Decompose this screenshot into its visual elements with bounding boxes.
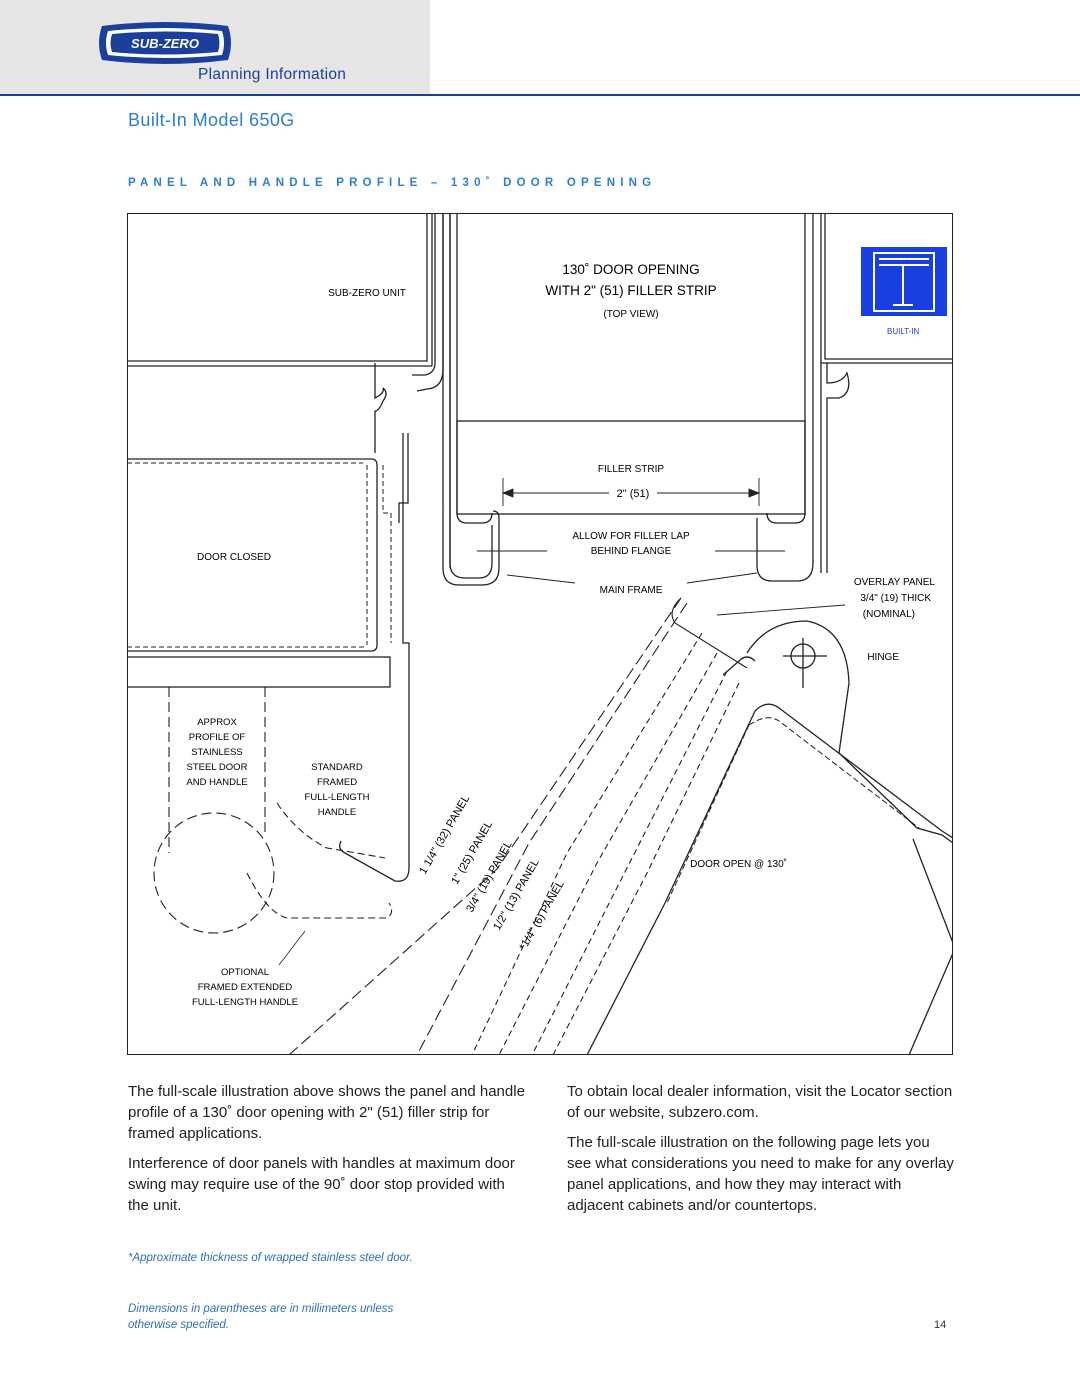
filler-dimension-label: 2" (51) — [617, 488, 650, 500]
built-in-label: BUILT-IN — [887, 327, 920, 336]
body-paragraph: The full-scale illustration above shows … — [128, 1083, 525, 1142]
handle-profiles — [153, 687, 393, 934]
door-open-label: DOOR OPEN @ 130˚ — [690, 858, 787, 870]
allow-lap-label-2: BEHIND FLANGE — [591, 546, 672, 557]
door-profile-diagram: SUB-ZERO UNIT DOOR CLOSED APPROX PROFILE… — [127, 213, 953, 1055]
closed-door — [127, 458, 392, 688]
svg-text:FRAMED: FRAMED — [317, 777, 357, 788]
filler-strip-label: FILLER STRIP — [598, 464, 664, 475]
main-frame-leaders — [506, 572, 758, 584]
optional-leader — [278, 930, 306, 966]
svg-text:APPROX: APPROX — [197, 717, 237, 728]
sub-zero-logo: SUB-ZERO — [99, 22, 231, 64]
top-view-label: (TOP VIEW) — [603, 309, 658, 320]
svg-text:OPTIONAL: OPTIONAL — [221, 967, 269, 978]
page-title: Built-In Model 650G — [128, 110, 295, 130]
body-paragraph: The full-scale illustration on the follo… — [567, 1134, 954, 1214]
body-right-column: To obtain local dealer information, visi… — [567, 1081, 957, 1225]
filler-dimension — [501, 478, 761, 506]
hinge-assembly — [722, 620, 953, 844]
door-closed-label: DOOR CLOSED — [197, 552, 271, 563]
sub-zero-unit-outline — [127, 213, 433, 367]
overlay-leader — [716, 604, 846, 616]
page-number: 14 — [934, 1319, 947, 1331]
opening-frame — [449, 213, 822, 582]
svg-text:STAINLESS: STAINLESS — [191, 747, 243, 758]
svg-text:PROFILE OF: PROFILE OF — [189, 732, 246, 743]
header-rule — [0, 94, 1080, 96]
overlay-label-1: OVERLAY PANEL — [854, 577, 936, 588]
logo-text: SUB-ZERO — [131, 36, 199, 51]
section-title: PANEL AND HANDLE PROFILE – 130˚ DOOR OPE… — [128, 177, 657, 189]
body-left-column: The full-scale illustration above shows … — [128, 1081, 528, 1225]
panel-swing-lines — [288, 597, 748, 1055]
header-subtitle: Planning Information — [198, 66, 347, 83]
open-door-panel — [586, 703, 953, 1055]
hinge-label: HINGE — [867, 652, 899, 663]
overlay-label-3: (NOMINAL) — [863, 609, 915, 620]
opening-title-2: WITH 2" (51) FILLER STRIP — [545, 283, 716, 298]
sub-zero-unit-label: SUB-ZERO UNIT — [328, 288, 406, 299]
footnote-stainless: *Approximate thickness of wrapped stainl… — [128, 1252, 413, 1264]
approx-profile-label: APPROX PROFILE OF STAINLESS STEEL DOOR A… — [186, 717, 247, 788]
footnote-dimensions: Dimensions in parentheses are in millime… — [128, 1303, 394, 1331]
body-paragraph: Interference of door panels with handles… — [128, 1155, 515, 1214]
svg-text:AND HANDLE: AND HANDLE — [186, 777, 247, 788]
svg-text:FULL-LENGTH: FULL-LENGTH — [305, 792, 370, 803]
left-main-frame — [339, 213, 500, 882]
svg-text:FRAMED EXTENDED: FRAMED EXTENDED — [198, 982, 293, 993]
main-frame-label: MAIN FRAME — [600, 585, 663, 596]
built-in-icon — [873, 252, 935, 312]
optional-handle-label: OPTIONAL FRAMED EXTENDED FULL-LENGTH HAN… — [192, 967, 298, 1008]
body-paragraph: To obtain local dealer information, visi… — [567, 1083, 953, 1121]
standard-handle-label: STANDARD FRAMED FULL-LENGTH HANDLE — [305, 762, 370, 818]
allow-lap-label-1: ALLOW FOR FILLER LAP — [572, 531, 690, 542]
right-unit-outline — [821, 213, 953, 573]
opening-title-1: 130˚ DOOR OPENING — [562, 262, 699, 277]
svg-text:FULL-LENGTH HANDLE: FULL-LENGTH HANDLE — [192, 997, 298, 1008]
overlay-label-2: 3/4" (19) THICK — [860, 593, 931, 604]
svg-text:HANDLE: HANDLE — [318, 807, 357, 818]
svg-text:STEEL DOOR: STEEL DOOR — [187, 762, 248, 773]
svg-text:STANDARD: STANDARD — [311, 762, 363, 773]
